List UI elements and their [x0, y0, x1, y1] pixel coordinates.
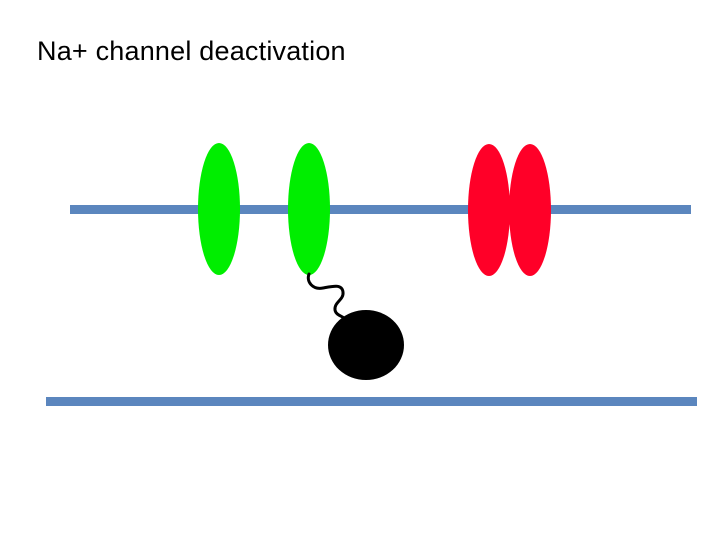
- inactivation-tether: [306, 272, 348, 322]
- closed-channel-left-subunit: [468, 144, 510, 276]
- open-channel-left-subunit: [198, 143, 240, 275]
- closed-channel-right-subunit: [509, 144, 551, 276]
- lower-membrane-line: [46, 397, 697, 406]
- inactivation-ball: [328, 310, 404, 380]
- open-channel-right-subunit: [288, 143, 330, 275]
- upper-membrane-line: [70, 205, 691, 214]
- slide-title: Na+ channel deactivation: [37, 36, 346, 66]
